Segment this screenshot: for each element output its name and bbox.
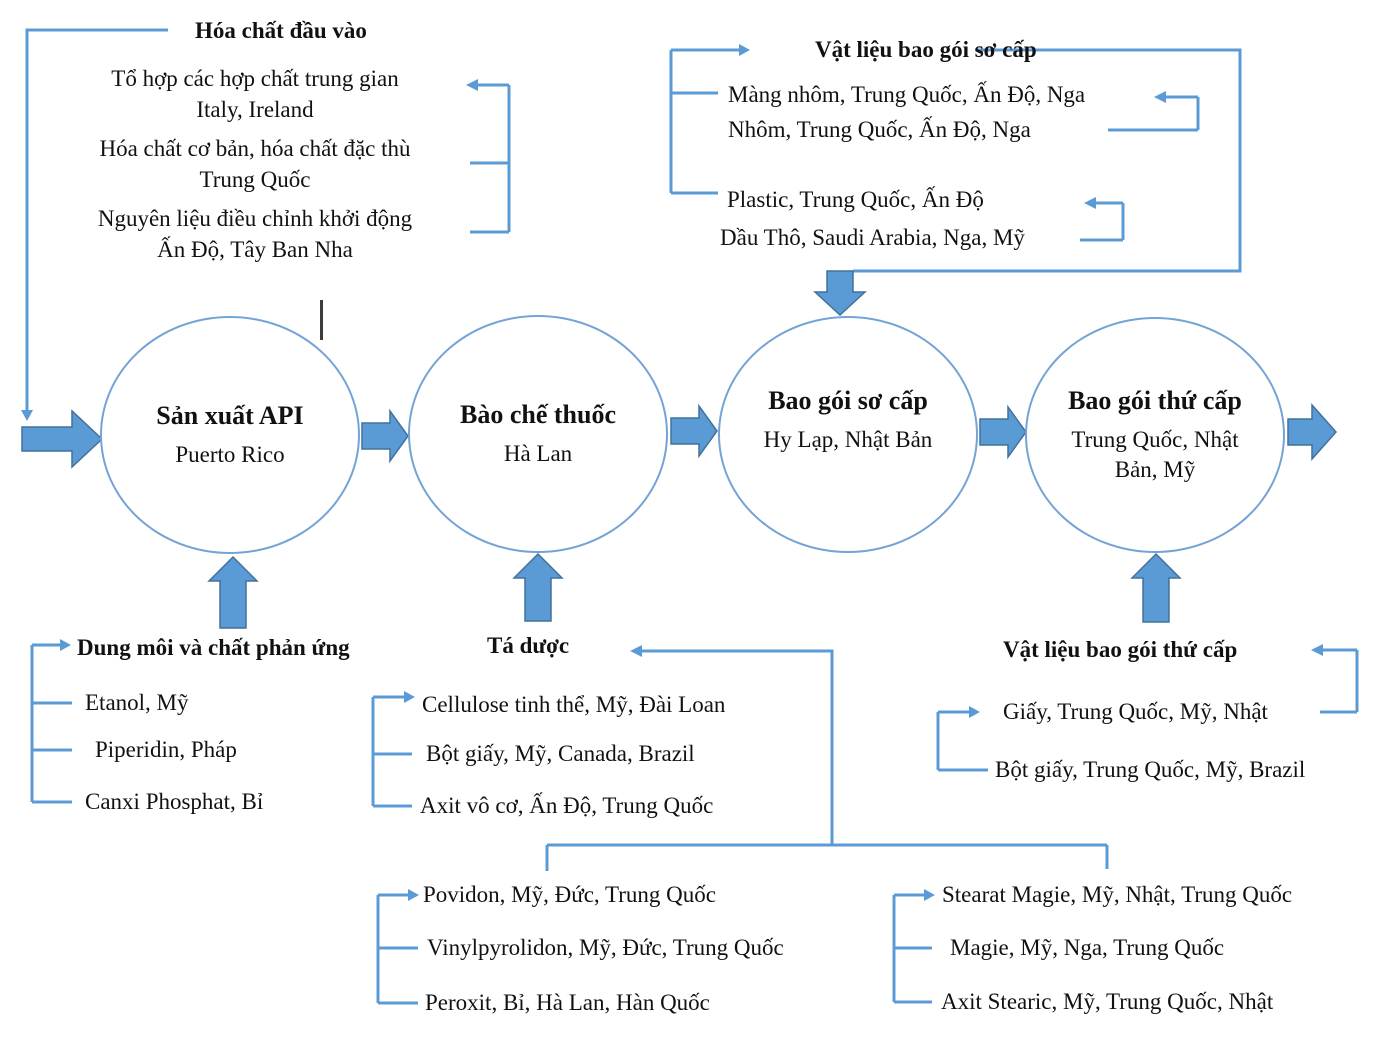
stray-mark (320, 300, 323, 340)
stage-location: Puerto Rico (175, 441, 285, 467)
solvents-title: Dung môi và chất phản ứng (77, 635, 350, 660)
excipient-item: Axit vô cơ, Ấn Độ, Trung Quốc (420, 793, 714, 818)
extra-excipient-item: Vinylpyrolidon, Mỹ, Đức, Trung Quốc (427, 935, 784, 960)
stage-title: Bao gói sơ cấp (768, 386, 928, 415)
item-origins: Ấn Độ, Tây Ban Nha (157, 237, 353, 262)
stage-title: Bao gói thứ cấp (1068, 385, 1242, 415)
secondary-packaging-title: Vật liệu bao gói thứ cấp (1003, 637, 1238, 662)
stage-location: Hy Lạp, Nhật Bản (763, 427, 933, 452)
flow-arrow-primary-to-secondary (979, 404, 1027, 460)
solvents-up-arrow (207, 555, 259, 629)
stage-location: Trung Quốc, Nhật Bản, Mỹ (1071, 426, 1239, 482)
excipients-bracket (371, 691, 415, 808)
plastic-loop-arrow (1080, 197, 1125, 242)
item-name: Tổ hợp các hợp chất trung gian (111, 66, 399, 91)
extra-excipient-item: Stearat Magie, Mỹ, Nhật, Trung Quốc (942, 882, 1293, 907)
stage-circle-api-production: Sản xuất API Puerto Rico (100, 316, 360, 554)
secondary-packaging-item: Giấy, Trung Quốc, Mỹ, Nhật (1003, 699, 1268, 724)
flow-arrow-formulation-to-primary (670, 403, 718, 459)
solvents-bracket (30, 639, 72, 804)
primary-packaging-title: Vật liệu bao gói sơ cấp (815, 37, 1037, 62)
item-origins: Italy, Ireland (196, 97, 314, 122)
primary-packaging-item: Dầu Thô, Saudi Arabia, Nga, Mỹ (720, 225, 1025, 250)
stage-circle-drug-formulation: Bào chế thuốc Hà Lan (408, 315, 668, 553)
flow-arrow-api-to-formulation (361, 408, 409, 464)
secondary-packaging-item: Bột giấy, Trung Quốc, Mỹ, Brazil (995, 757, 1306, 782)
excipient-item: Cellulose tinh thể, Mỹ, Đài Loan (422, 692, 726, 717)
stearat-bracket (892, 889, 935, 1004)
secondary-packaging-title-loop (1311, 644, 1359, 714)
solvent-item: Etanol, Mỹ (85, 690, 189, 715)
input-chemical-item: Tổ hợp các hợp chất trung gian Italy, Ir… (55, 63, 455, 125)
excipients-up-arrow (512, 552, 564, 622)
aluminium-loop-arrow (1108, 91, 1200, 132)
extra-excipient-item: Povidon, Mỹ, Đức, Trung Quốc (423, 882, 716, 907)
entry-flow-arrow (21, 409, 104, 469)
item-origins: Trung Quốc (199, 167, 311, 192)
extra-excipient-item: Peroxit, Bỉ, Hà Lan, Hàn Quốc (425, 990, 710, 1015)
secondary-materials-up-arrow (1130, 552, 1182, 623)
primary-materials-down-arrow (813, 270, 867, 317)
excipients-title: Tá dược (487, 633, 570, 658)
primary-packaging-item: Plastic, Trung Quốc, Ấn Độ (727, 187, 984, 212)
input-chemicals-bracket (466, 79, 511, 234)
extra-excipient-item: Axit Stearic, Mỹ, Trung Quốc, Nhật (941, 989, 1274, 1014)
item-name: Nguyên liệu điều chỉnh khởi động (97, 206, 413, 231)
primary-packaging-feed-line (853, 48, 1242, 273)
stage-location: Hà Lan (503, 440, 573, 466)
stage-circle-secondary-packaging: Bao gói thứ cấp Trung Quốc, Nhật Bản, Mỹ (1025, 317, 1285, 553)
stage-title: Sản xuất API (156, 400, 304, 430)
primary-packaging-item: Nhôm, Trung Quốc, Ấn Độ, Nga (728, 117, 1031, 142)
solvent-item: Canxi Phosphat, Bỉ (85, 789, 264, 814)
input-chemical-item: Nguyên liệu điều chỉnh khởi động Ấn Độ, … (55, 203, 455, 265)
solvent-item: Piperidin, Pháp (95, 737, 237, 762)
stage-circle-primary-packaging: Bao gói sơ cấp Hy Lạp, Nhật Bản (718, 316, 978, 553)
secondary-packaging-bracket (936, 706, 988, 772)
input-chemicals-connector (21, 28, 168, 421)
exit-flow-arrow (1287, 403, 1338, 461)
item-name: Hóa chất cơ bản, hóa chất đặc thù (99, 136, 411, 161)
primary-packaging-bracket (669, 44, 750, 195)
excipient-item: Bột giấy, Mỹ, Canada, Brazil (426, 741, 695, 766)
input-chemicals-title: Hóa chất đầu vào (195, 18, 367, 43)
stage-title: Bào chế thuốc (460, 399, 616, 429)
primary-packaging-item: Màng nhôm, Trung Quốc, Ấn Độ, Nga (728, 82, 1086, 107)
input-chemical-item: Hóa chất cơ bản, hóa chất đặc thù Trung … (55, 133, 455, 195)
excipients-feed-line (545, 645, 1109, 871)
extra-excipient-item: Magie, Mỹ, Nga, Trung Quốc (950, 935, 1225, 960)
povidon-bracket (376, 889, 419, 1005)
